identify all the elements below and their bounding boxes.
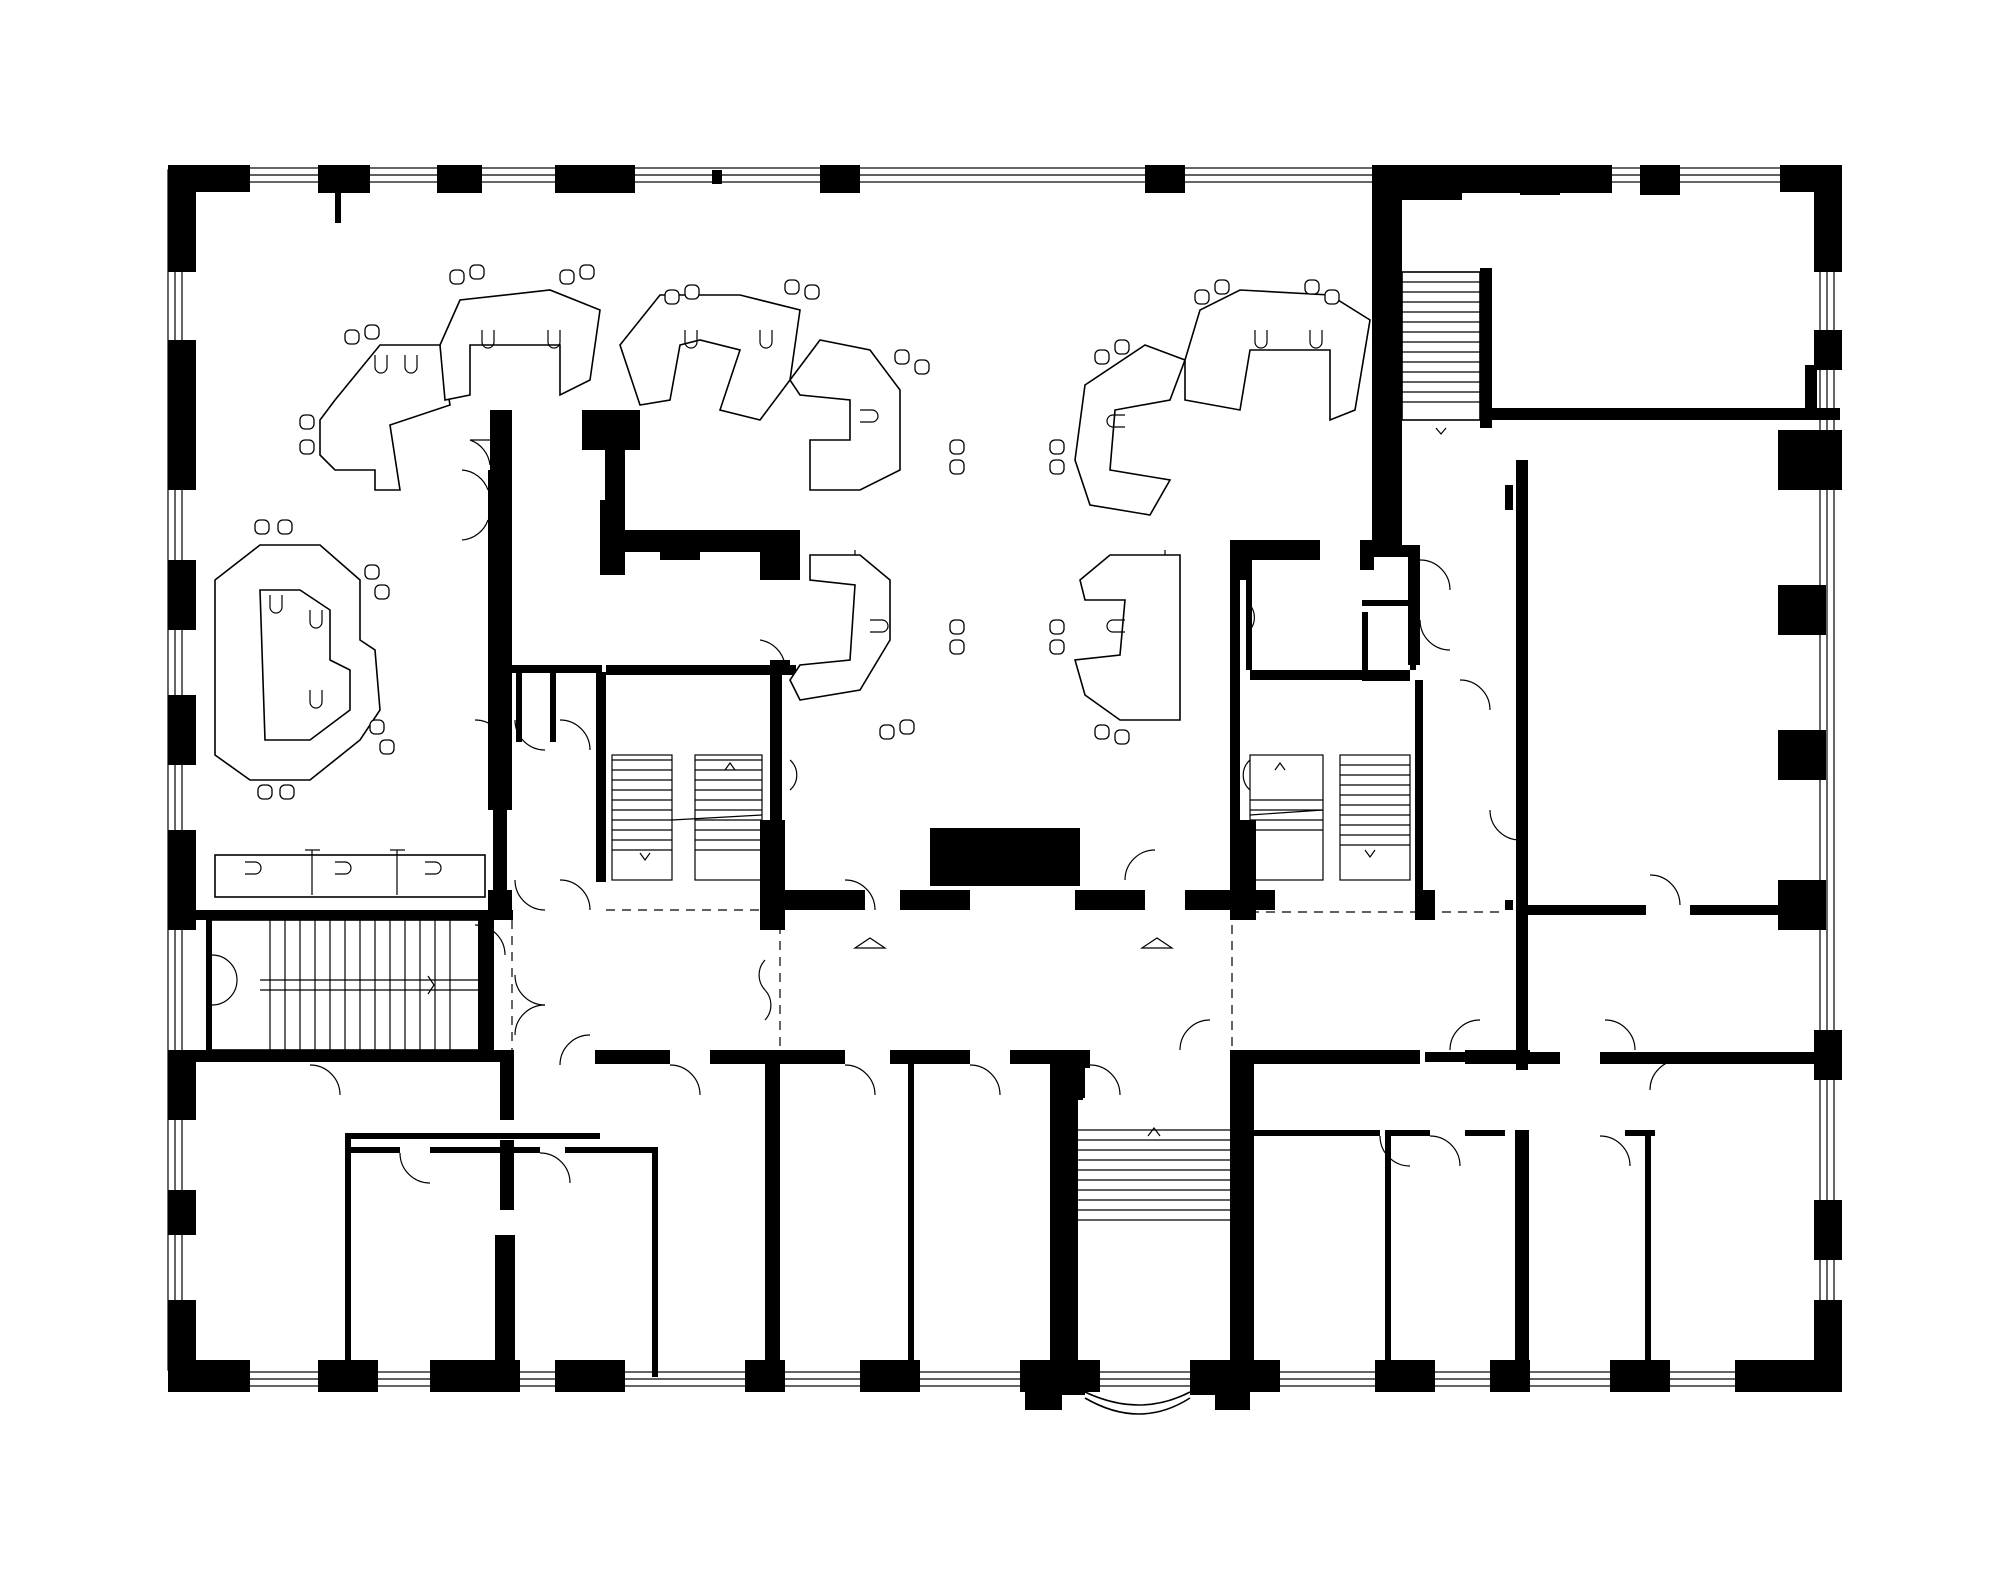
interior-walls	[168, 165, 1840, 1380]
stair-south-entrance	[1078, 1127, 1230, 1221]
stair-core-left	[611, 754, 763, 881]
stair-west	[168, 910, 513, 1051]
stair-north-east	[1401, 271, 1481, 435]
stair-core-right	[1249, 754, 1411, 881]
chairs	[245, 264, 1340, 875]
door-swings	[309, 439, 1681, 1184]
workstation-clusters	[214, 289, 1371, 898]
left-room-doors	[474, 719, 506, 751]
dashed-openings	[511, 440, 1505, 1050]
corridor-markers	[853, 937, 1334, 1063]
